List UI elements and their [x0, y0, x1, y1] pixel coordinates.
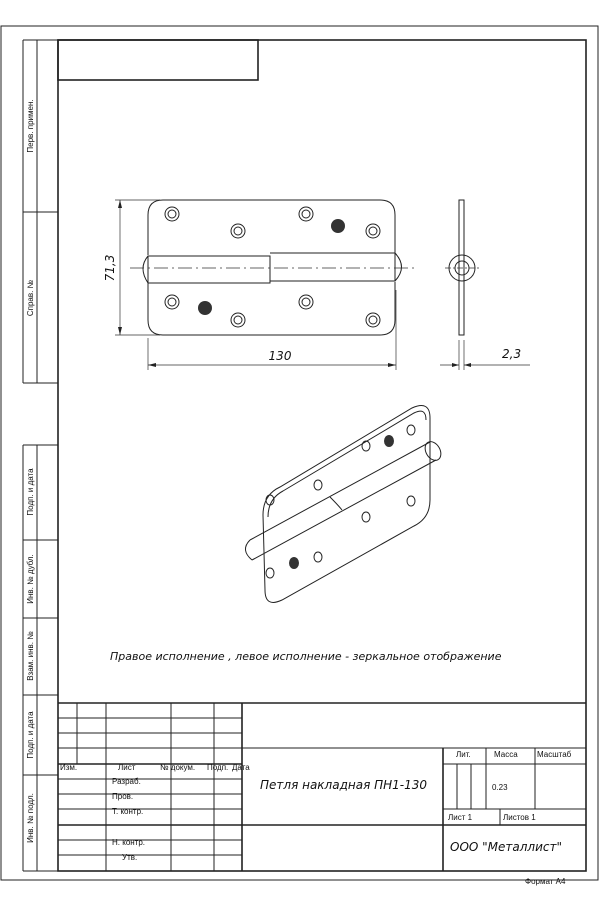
company-name: ООО "Металлист" — [450, 840, 562, 854]
margin-label-perv-primen: Перв. примен. — [26, 99, 35, 152]
margin-label-podp-data-2: Подп. и дата — [26, 711, 35, 759]
hinge-front-view — [130, 199, 415, 336]
role-tech-control: Т. контр. — [112, 807, 143, 816]
margin-label-sprav: Справ. № — [26, 279, 35, 316]
hinge-isometric-view — [245, 405, 442, 603]
sheet-count: Листов 1 — [503, 813, 536, 822]
header-signature: Подп. — [207, 763, 228, 772]
role-norm-control: Н. контр. — [112, 838, 145, 847]
hinge-side-view: 2,3 — [440, 199, 530, 370]
screw-holes — [164, 206, 381, 328]
inner-frame — [57, 39, 587, 872]
header-list: Лист — [118, 763, 136, 772]
header-izm: Изм. — [60, 763, 77, 772]
execution-note: Правое исполнение , левое исполнение - з… — [110, 650, 502, 663]
margin-strip-top: Перв. примен. Справ. № — [22, 39, 58, 384]
title-block: Изм. Лист № докум. Подп. Дата Разраб. Пр… — [58, 702, 586, 871]
role-checker: Пров. — [112, 792, 133, 801]
margin-label-vzam-inv: Взам. инв. № — [26, 631, 35, 681]
mass-label: Масса — [494, 750, 518, 759]
sheet-number: Лист 1 — [448, 813, 473, 822]
header-date: Дата — [232, 763, 250, 772]
logo-mark-icon — [198, 219, 345, 315]
top-left-box — [57, 39, 259, 81]
sheet-format: Формат А4 — [525, 877, 566, 886]
drawing-title: Петля накладная ПН1-130 — [260, 778, 427, 792]
dimension-length: 130 — [147, 290, 397, 370]
dimension-thickness-label: 2,3 — [502, 347, 521, 361]
dimension-length-label: 130 — [269, 349, 292, 363]
lit-label: Лит. — [456, 750, 471, 759]
role-developer: Разраб. — [112, 777, 141, 786]
role-approved: Утв. — [122, 853, 137, 862]
scale-label: Масштаб — [537, 750, 572, 759]
outer-frame — [0, 25, 599, 881]
dimension-height: 71,3 — [103, 199, 160, 336]
margin-label-inv-podl: Инв. № подл. — [26, 793, 35, 843]
margin-strip-bottom: Подп. и дата Инв. № дубл. Взам. инв. № П… — [22, 444, 58, 872]
margin-label-inv-dubl: Инв. № дубл. — [26, 554, 35, 604]
header-doc-number: № докум. — [160, 763, 195, 772]
margin-label-podp-data-1: Подп. и дата — [26, 468, 35, 516]
dimension-height-label: 71,3 — [103, 255, 117, 282]
mass-value: 0.23 — [492, 783, 508, 792]
